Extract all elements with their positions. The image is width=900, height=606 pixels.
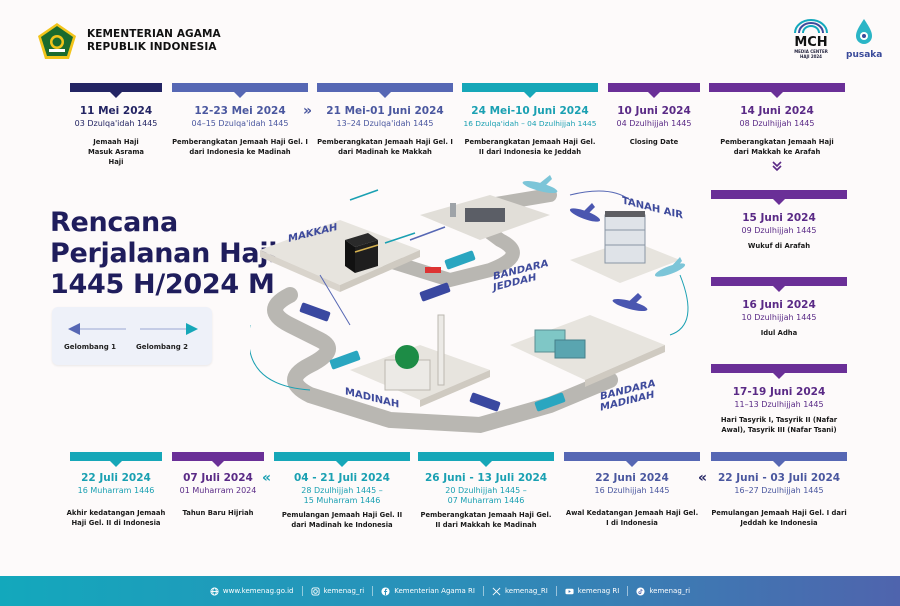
pusaka-drop-icon bbox=[856, 19, 872, 44]
legend: Gelombang 1 Gelombang 2 bbox=[52, 307, 212, 365]
journey-map-illustration: MAKKAH BANDARA JEDDAH TANAH AIR MADINAH … bbox=[248, 175, 710, 440]
footer-youtube[interactable]: kemenag RI bbox=[565, 587, 619, 596]
timeline-card: 22 Juni 2024 16 Dzulhijjah 1445 Awal Ked… bbox=[564, 452, 700, 528]
timeline-bar bbox=[418, 452, 554, 467]
timeline-bar bbox=[711, 452, 847, 467]
chevron-down-icon bbox=[771, 160, 783, 175]
timeline-bar bbox=[274, 452, 410, 467]
timeline-card: 24 Mei-10 Juni 2024 16 Dzulqa'idah – 04 … bbox=[462, 83, 598, 157]
timeline-card: 21 Mei-01 Juni 2024 13–24 Dzulqa'idah 14… bbox=[317, 83, 453, 157]
timeline-bar bbox=[711, 190, 847, 205]
timeline-card: 22 Juli 2024 16 Muharram 1446 Akhir keda… bbox=[67, 452, 165, 528]
x-twitter-icon bbox=[492, 587, 501, 595]
timeline-bar bbox=[564, 452, 700, 467]
timeline-bar bbox=[462, 83, 598, 98]
mch-arch-icon bbox=[794, 19, 828, 34]
footer-social-bar: www.kemenag.go.id kemenag_ri Kementerian… bbox=[0, 576, 900, 606]
youtube-icon bbox=[565, 588, 574, 594]
footer-tiktok[interactable]: kemenag_ri bbox=[636, 586, 690, 596]
footer-x[interactable]: kemenag_RI bbox=[492, 587, 548, 596]
pusaka-logo: pusaka bbox=[846, 18, 882, 60]
timeline-card: 10 Juni 2024 04 Dzulhijjah 1445 Closing … bbox=[608, 83, 700, 147]
page-title: Rencana Perjalanan Haji 1445 H/2024 M bbox=[50, 207, 278, 300]
org-name-line1: KEMENTERIAN AGAMA bbox=[87, 28, 221, 40]
divider bbox=[301, 586, 303, 596]
arrow-left-icon bbox=[68, 323, 126, 335]
timeline-card: 04 - 21 Juli 2024 28 Dzulhijjah 1445 – 1… bbox=[274, 452, 410, 530]
instagram-icon bbox=[310, 586, 320, 596]
facebook-icon bbox=[381, 586, 390, 596]
divider bbox=[482, 586, 484, 596]
arrow-right-icon bbox=[140, 323, 198, 335]
timeline-bar bbox=[172, 83, 308, 98]
legend-wave1: Gelombang 1 bbox=[64, 321, 128, 351]
timeline-bar bbox=[70, 452, 162, 467]
kemenag-emblem-icon bbox=[38, 23, 76, 59]
timeline-card: 22 Juni - 03 Juli 2024 16–27 Dzulhijjah … bbox=[711, 452, 847, 528]
footer-website[interactable]: www.kemenag.go.id bbox=[210, 586, 294, 596]
legend-wave2: Gelombang 2 bbox=[136, 321, 198, 351]
footer-instagram[interactable]: kemenag_ri bbox=[310, 586, 364, 596]
globe-icon bbox=[210, 586, 219, 596]
timeline-bar bbox=[70, 83, 162, 98]
timeline-bar bbox=[711, 277, 847, 292]
divider bbox=[627, 586, 629, 596]
divider bbox=[555, 586, 557, 596]
mch-logo: MCH MEDIA CENTER HAJI 2024 bbox=[790, 18, 832, 59]
kemenag-brand: KEMENTERIAN AGAMA REPUBLIK INDONESIA bbox=[37, 22, 221, 60]
timeline-bar bbox=[709, 83, 845, 98]
timeline-card: 12-23 Mei 2024 04–15 Dzulqa'idah 1445 Pe… bbox=[172, 83, 308, 157]
timeline-bar bbox=[172, 452, 264, 467]
timeline-card: 14 Juni 2024 08 Dzulhijjah 1445 Pemberan… bbox=[709, 83, 845, 157]
timeline-card: 26 Juni - 13 Juli 2024 20 Dzulhijjah 144… bbox=[418, 452, 554, 530]
chevron-left-icon: « bbox=[698, 470, 708, 486]
timeline-bar bbox=[317, 83, 453, 98]
timeline-bar bbox=[608, 83, 700, 98]
divider bbox=[372, 586, 374, 596]
chevron-left-icon: « bbox=[262, 470, 272, 486]
timeline-card: 11 Mei 2024 03 Dzulqa'idah 1445 Jemaah H… bbox=[70, 83, 162, 167]
org-name-line2: REPUBLIK INDONESIA bbox=[87, 41, 217, 53]
tiktok-icon bbox=[636, 586, 645, 596]
footer-facebook[interactable]: Kementerian Agama RI bbox=[381, 586, 475, 596]
timeline-card: 15 Juni 2024 09 Dzulhijjah 1445 Wukuf di… bbox=[711, 190, 847, 251]
timeline-card: 16 Juni 2024 10 Dzulhijjah 1445 Idul Adh… bbox=[711, 277, 847, 338]
journey-map-graphic bbox=[248, 175, 689, 434]
chevron-right-icon: » bbox=[303, 103, 313, 119]
timeline-card: 17-19 Juni 2024 11–13 Dzulhijjah 1445 Ha… bbox=[711, 364, 847, 435]
timeline-bar bbox=[711, 364, 847, 379]
timeline-card: 07 Juli 2024 01 Muharram 2024 Tahun Baru… bbox=[172, 452, 264, 518]
